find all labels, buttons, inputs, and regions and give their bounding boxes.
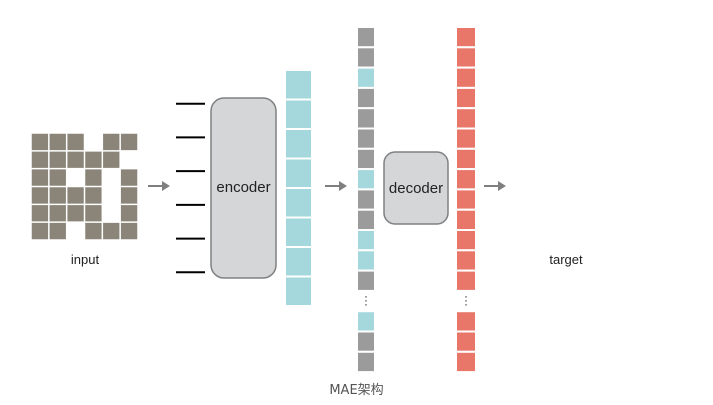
arrow-input-to-encoder [148, 181, 170, 191]
reconstructed-token [455, 168, 477, 191]
masked-patch [102, 133, 121, 151]
masked-patch [31, 204, 49, 223]
arrow-decoder-to-target [484, 181, 506, 191]
reconstructed-token [455, 330, 477, 353]
ellipsis-dot [365, 300, 367, 302]
mask-token [356, 46, 376, 69]
input-label: input [71, 252, 100, 267]
reconstructed-token [455, 86, 477, 110]
masked-patch [48, 186, 67, 205]
ellipsis-dot [365, 304, 367, 306]
decoder-output-sequence [455, 26, 477, 374]
visible-token [356, 229, 376, 252]
masked-patch [31, 168, 49, 187]
decoder-input-sequence [356, 26, 376, 374]
visible-token [356, 249, 376, 272]
masked-patch [31, 222, 49, 240]
mask-token [356, 26, 376, 49]
mask-token [356, 188, 376, 211]
encoded-token [284, 216, 313, 248]
masked-patch [66, 186, 85, 205]
encoded-token [284, 246, 313, 278]
masked-patch [48, 168, 67, 187]
reconstructed-token [455, 46, 477, 69]
mask-token [356, 127, 376, 150]
masked-patch [31, 150, 49, 169]
visible-token [356, 168, 376, 191]
masked-patch [66, 204, 85, 223]
masked-patch [120, 186, 138, 205]
visible-token [356, 310, 376, 333]
ellipsis-dot [365, 296, 367, 298]
decoder-label: decoder [389, 180, 443, 197]
reconstructed-token [455, 350, 477, 374]
mask-token [356, 147, 376, 171]
encoded-token [284, 98, 313, 130]
masked-patch [84, 204, 103, 223]
masked-patch [66, 133, 85, 151]
masked-patch [31, 133, 49, 151]
masked-patch [84, 222, 103, 240]
masked-patch [48, 133, 67, 151]
encoded-token [284, 275, 313, 307]
encoded-token [284, 187, 313, 219]
masked-patch [66, 150, 85, 169]
masked-patch [120, 168, 138, 187]
decoder-block [383, 151, 449, 225]
reconstructed-token [455, 310, 477, 333]
masked-patch [48, 150, 67, 169]
target-label: target [549, 252, 583, 267]
input-mask-patches [30, 132, 139, 241]
masked-patch [102, 150, 121, 169]
reconstructed-token [455, 249, 477, 272]
encoded-token [284, 157, 313, 189]
masked-patch [120, 133, 138, 151]
masked-patch [48, 204, 67, 223]
ellipsis-dot [465, 296, 467, 298]
reconstructed-token [455, 26, 477, 49]
encoded-token [284, 69, 313, 101]
reconstructed-token [455, 66, 477, 89]
input-image [30, 132, 139, 241]
reconstructed-token [455, 208, 477, 231]
arrow-encoder-to-decoder-input [325, 181, 347, 191]
figure-caption: MAE架构 [329, 383, 384, 398]
reconstructed-token [455, 127, 477, 150]
reconstructed-token [455, 147, 477, 171]
ellipsis-dot [465, 304, 467, 306]
visible-patches-strip [176, 102, 205, 274]
encoder-block [210, 97, 277, 279]
mask-token [356, 350, 376, 374]
reconstructed-token [455, 188, 477, 211]
target-image [512, 132, 621, 241]
masked-patch [84, 168, 103, 187]
reconstructed-token [455, 269, 477, 292]
encoder-output-tokens [284, 69, 313, 307]
masked-patch [120, 222, 138, 240]
masked-patch [120, 204, 138, 223]
masked-patch [31, 186, 49, 205]
mask-token [356, 330, 376, 353]
reconstructed-token [455, 107, 477, 130]
masked-patch [84, 150, 103, 169]
encoded-token [284, 128, 313, 160]
mask-token [356, 86, 376, 110]
masked-patch [84, 186, 103, 205]
visible-token [356, 66, 376, 89]
reconstructed-token [455, 229, 477, 252]
mask-token [356, 107, 376, 130]
masked-patch [102, 222, 121, 240]
encoder-label: encoder [216, 179, 270, 196]
ellipsis-dot [465, 300, 467, 302]
masked-patch [48, 222, 67, 240]
mask-token [356, 269, 376, 292]
mask-token [356, 208, 376, 231]
